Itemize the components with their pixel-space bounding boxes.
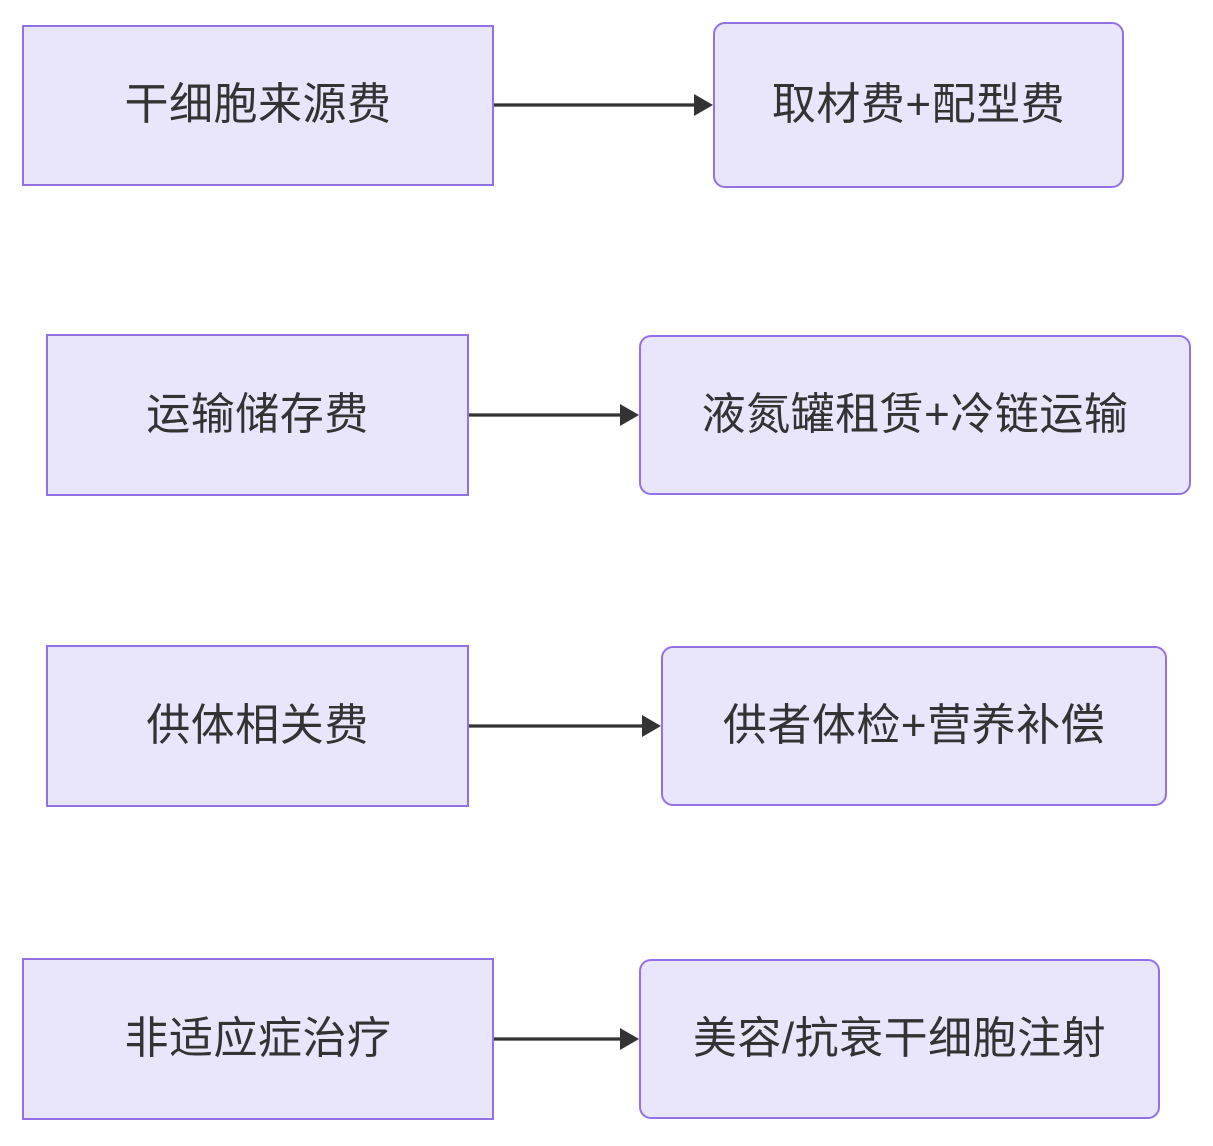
edge-arrow-2 bbox=[469, 404, 639, 426]
node-target-3[interactable]: 供者体检+营养补偿 bbox=[661, 646, 1167, 806]
node-source-4[interactable]: 非适应症治疗 bbox=[22, 958, 494, 1120]
edge-arrow-1 bbox=[494, 94, 713, 116]
node-target-2-label: 液氮罐租赁+冷链运输 bbox=[701, 389, 1129, 439]
node-target-4[interactable]: 美容/抗衰干细胞注射 bbox=[639, 959, 1160, 1119]
node-target-1[interactable]: 取材费+配型费 bbox=[713, 22, 1124, 188]
node-target-4-label: 美容/抗衰干细胞注射 bbox=[692, 1013, 1107, 1063]
node-source-1[interactable]: 干细胞来源费 bbox=[22, 25, 494, 186]
edge-arrow-4 bbox=[494, 1028, 639, 1050]
edge-arrow-3 bbox=[469, 715, 661, 737]
node-source-1-label: 干细胞来源费 bbox=[124, 80, 392, 130]
node-source-3[interactable]: 供体相关费 bbox=[46, 645, 469, 807]
node-target-1-label: 取材费+配型费 bbox=[771, 79, 1066, 129]
node-source-3-label: 供体相关费 bbox=[146, 700, 369, 750]
node-source-4-label: 非适应症治疗 bbox=[124, 1013, 392, 1063]
node-source-2-label: 运输储存费 bbox=[146, 389, 369, 439]
node-source-2[interactable]: 运输储存费 bbox=[46, 334, 469, 496]
node-target-3-label: 供者体检+营养补偿 bbox=[722, 700, 1106, 750]
node-target-2[interactable]: 液氮罐租赁+冷链运输 bbox=[639, 335, 1191, 495]
